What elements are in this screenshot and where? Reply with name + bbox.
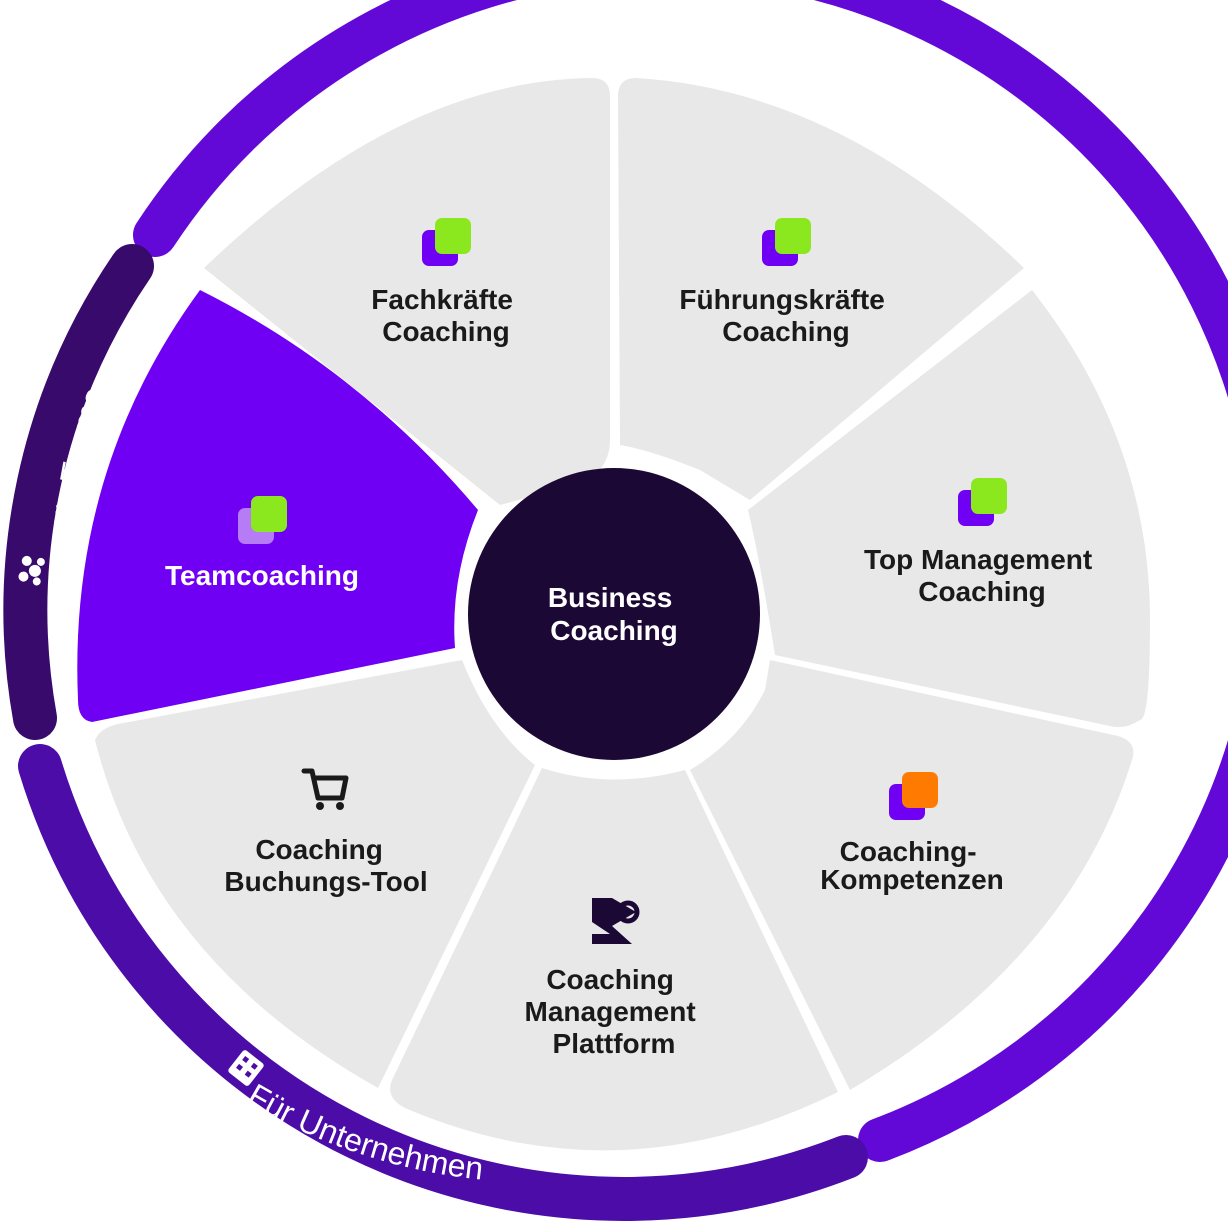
segment-coaching-management-plattform[interactable] [390,768,838,1151]
segment-labels: Fachkräfte Coaching Führungskräfte Coach… [165,284,1100,1059]
segment-teamcoaching-label: Teamcoaching [165,560,359,591]
shopping-cart-icon [301,768,349,810]
ring-personal[interactable] [133,0,1228,1162]
segment-kompetenzen-label: Coaching- Kompetenzen [820,836,1004,895]
segment-fuehrungskraefte-label: Führungskräfte Coaching [679,284,892,347]
squares-icon [762,218,811,266]
center-hub[interactable]: Business Coaching [468,468,760,760]
segment-fuehrungskraefte-coaching[interactable] [618,78,1024,500]
ring-teams[interactable] [3,244,154,740]
segment-coaching-kompetenzen[interactable] [690,660,1134,1090]
building-icon [228,1050,264,1086]
team-icon [18,555,45,586]
segment-coaching-buchungs-tool[interactable] [95,660,535,1088]
segment-top-management-label: Top Management Coaching [864,544,1100,607]
center-label: Business Coaching [548,582,680,646]
ring-company[interactable] [18,744,868,1221]
segment-top-management-coaching[interactable] [748,290,1150,728]
squares-icon [422,218,471,266]
segment-fachkraefte-label: Fachkräfte Coaching [371,284,520,347]
person-icon [818,58,844,88]
center-circle [468,468,760,760]
segment-plattform-label: Coaching Management Plattform [525,964,704,1059]
squares-orange-icon [889,772,938,820]
segment-buchungs-tool-label: Coaching Buchungs-Tool [224,834,427,897]
squares-icon [958,478,1007,526]
brand-logo-icon [592,898,640,944]
squares-icon [238,496,287,544]
segment-fachkraefte-coaching[interactable] [204,78,610,505]
outer-rings [3,0,1228,1221]
segments [77,78,1150,1151]
segment-icons [238,218,1007,944]
